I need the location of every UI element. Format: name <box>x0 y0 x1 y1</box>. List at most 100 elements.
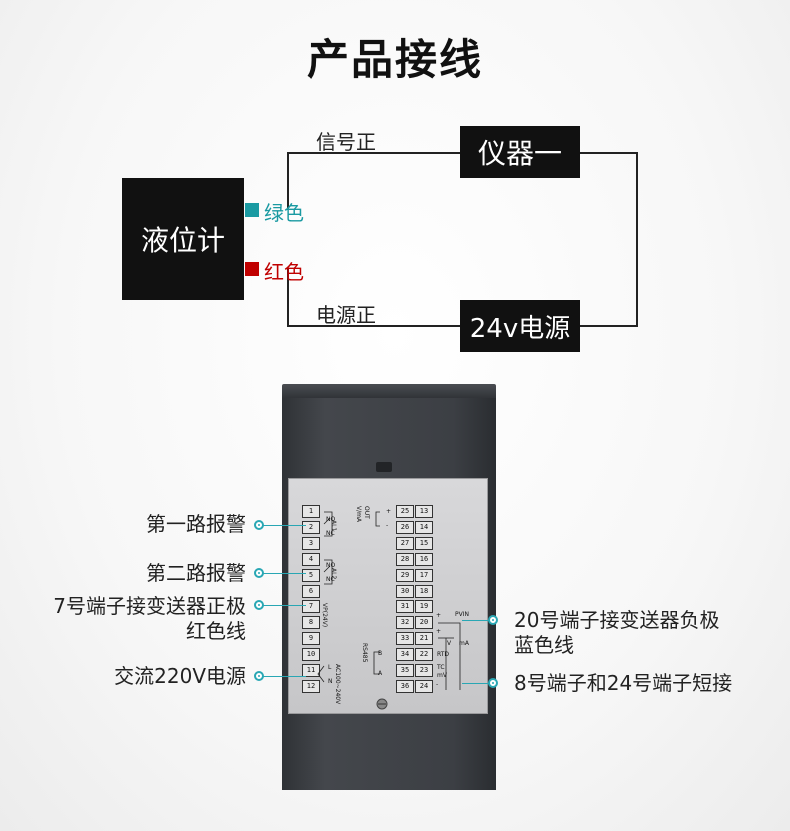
short-dot <box>488 678 498 688</box>
out-plus-label: + <box>386 508 392 515</box>
red-wire-marker <box>245 262 259 276</box>
terminal-right: 21 <box>415 632 433 646</box>
terminal-mid: 29 <box>396 568 414 582</box>
loop-wire <box>580 152 638 327</box>
term20-leader <box>462 620 494 621</box>
panel-circuit-lines <box>317 511 461 710</box>
ac-power-dot <box>254 671 264 681</box>
power-box: 24v电源 <box>460 300 580 352</box>
terminal-left: 3 <box>302 536 320 550</box>
rs485-label: RS485 <box>361 643 368 663</box>
terminal-left: 5 <box>302 568 320 582</box>
terminal-mid: 25 <box>396 505 414 518</box>
alarm1-dot <box>254 520 264 530</box>
out-minus-label: - <box>386 522 389 529</box>
terminal-left: 4 <box>302 552 320 566</box>
terminal-mid: 28 <box>396 552 414 566</box>
terminal-mid: 31 <box>396 600 414 614</box>
green-wire-label: 绿色 <box>264 201 304 225</box>
rs485-b-label: B <box>378 650 383 657</box>
housing-top-cap <box>282 384 496 400</box>
instrument-label: 仪器一 <box>477 137 562 170</box>
short-label: 8号端子和24号端子短接 <box>514 671 733 695</box>
terminal-right: 14 <box>415 520 433 534</box>
terminal-mid: 34 <box>396 648 414 662</box>
level-meter-box: 液位计 <box>122 178 244 300</box>
level-meter-label: 液位计 <box>140 224 225 257</box>
power-wire-label: 电源正 <box>316 303 376 327</box>
terminal-right: 24 <box>415 679 433 693</box>
alarm1-leader <box>262 525 306 526</box>
pvin-label: PVIN <box>455 611 469 618</box>
ac-n-label: N <box>328 678 333 685</box>
terminal-right: 23 <box>415 664 433 677</box>
terminal-mid: 32 <box>396 616 414 630</box>
vp-label: VP(24V) <box>321 603 328 628</box>
terminal-left: 1 <box>302 505 320 518</box>
terminal-mid: 35 <box>396 664 414 677</box>
t24-minus-label: - <box>436 681 439 688</box>
term7-leader <box>262 605 306 606</box>
al1-nc-label: NC <box>326 530 335 537</box>
rtd-label: RTD <box>437 651 450 658</box>
alarm1-label: 第一路报警 <box>146 512 246 536</box>
terminal-left: 7 <box>302 600 320 614</box>
ac-power-leader <box>262 676 306 677</box>
housing-notch <box>376 462 392 472</box>
terminal-left: 11 <box>302 664 320 677</box>
t21-plus-label: + <box>436 628 442 635</box>
terminal-left: 8 <box>302 616 320 630</box>
ac-power-label: 交流220V电源 <box>114 664 246 688</box>
alarm2-label: 第二路报警 <box>146 561 246 585</box>
t20-plus-label: + <box>436 612 442 619</box>
terminal-left: 2 <box>302 520 320 534</box>
term20-label-line1: 20号端子接变送器负极 <box>514 608 720 632</box>
wiring-lines <box>287 152 638 327</box>
al2-no-label: NO <box>326 562 336 569</box>
red-wire-label: 红色 <box>264 260 304 284</box>
signal-wire <box>287 152 460 210</box>
term7-dot <box>254 600 264 610</box>
alarm2-dot <box>254 568 264 578</box>
al2-nc-label: NC <box>326 576 335 583</box>
ma-label: mA <box>459 640 469 647</box>
mv-label: mV <box>437 672 447 679</box>
power-label: 24v电源 <box>469 313 571 344</box>
terminal-panel <box>288 478 488 714</box>
terminal-left: 10 <box>302 648 320 662</box>
terminal-left: 9 <box>302 632 320 646</box>
terminal-right: 13 <box>415 505 433 518</box>
ac-label: AC100~240V <box>334 664 341 705</box>
page-title: 产品接线 <box>306 35 483 84</box>
terminal-mid: 36 <box>396 679 414 693</box>
terminal-mid: 27 <box>396 536 414 550</box>
out-unit-label: V/mA <box>355 506 362 523</box>
v-label: V <box>447 640 452 647</box>
terminal-right: 20 <box>415 616 433 630</box>
green-wire-marker <box>245 203 259 217</box>
terminal-mid: 30 <box>396 584 414 598</box>
ac-l-label: L <box>328 664 332 671</box>
power-wire <box>287 268 460 327</box>
terminal-right: 15 <box>415 536 433 550</box>
term20-dot <box>488 615 498 625</box>
terminal-mid: 33 <box>396 632 414 646</box>
terminal-left: 6 <box>302 584 320 598</box>
terminal-right: 18 <box>415 584 433 598</box>
instrument-box: 仪器一 <box>460 126 580 178</box>
term7-label-line2: 红色线 <box>186 619 246 643</box>
term7-label-line1: 7号端子接变送器正极 <box>53 594 246 618</box>
signal-wire-label: 信号正 <box>316 130 376 154</box>
alarm2-leader <box>262 573 306 574</box>
al1-no-label: NO <box>326 516 336 523</box>
rs485-a-label: A <box>378 670 383 677</box>
terminal-right: 22 <box>415 648 433 662</box>
terminal-right: 19 <box>415 600 433 614</box>
tc-label: TC <box>437 664 445 671</box>
terminal-right: 16 <box>415 552 433 566</box>
short-leader <box>462 683 494 684</box>
terminal-right: 17 <box>415 568 433 582</box>
terminal-mid: 26 <box>396 520 414 534</box>
term20-label-line2: 蓝色线 <box>514 633 574 657</box>
out-label: OUT <box>363 506 370 519</box>
